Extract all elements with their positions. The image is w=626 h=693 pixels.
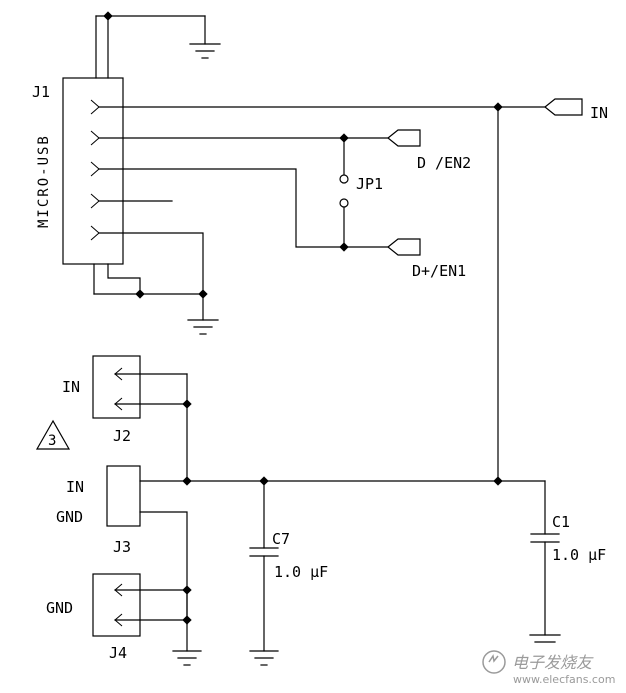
ground-symbol-j1 (187, 319, 219, 335)
capacitor-c1 (530, 480, 560, 636)
note-number: 3 (48, 433, 56, 449)
jumper-jp1 (339, 137, 349, 248)
port-dminus (387, 129, 421, 147)
wire-gnd (98, 232, 204, 295)
j1-shield-bottom (93, 263, 208, 321)
ground-symbol-j4 (172, 650, 202, 666)
c1-label: C1 (552, 513, 570, 531)
j1-pin3-arrow (90, 161, 100, 177)
connector-j4 (92, 573, 192, 652)
micro-usb-label: MICRO-USB (36, 134, 52, 228)
jp1-label: JP1 (356, 175, 383, 193)
capacitor-c7 (249, 480, 279, 652)
ground-symbol-c1 (529, 634, 561, 643)
connector-j2 (92, 355, 192, 482)
j1-pin4-arrow (90, 193, 100, 209)
c7-label: C7 (272, 530, 290, 548)
c7-value: 1.0 µF (274, 563, 328, 581)
j3-in-label: IN (66, 478, 84, 496)
j2-label: J2 (113, 427, 131, 445)
j3-label: J3 (113, 538, 131, 556)
note-triangle-icon (35, 419, 71, 450)
ground-symbol-top (189, 43, 221, 59)
in-top-label: IN (590, 104, 608, 122)
port-in-top (544, 98, 583, 116)
j3-gnd-label: GND (56, 508, 83, 526)
watermark-url: www.elecfans.com (513, 673, 615, 686)
dminus-label: D /EN2 (417, 154, 471, 172)
junction-dplus (339, 242, 349, 252)
watermark-logo (482, 650, 506, 674)
c1-value: 1.0 µF (552, 546, 606, 564)
j1-pin5-arrow (90, 225, 100, 241)
j1-shield-top (95, 11, 206, 79)
j1-label: J1 (32, 83, 50, 101)
j2-in-label: IN (62, 378, 80, 396)
j1-pin1-arrow (90, 99, 100, 115)
j1-body (62, 77, 124, 265)
j4-gnd-label: GND (46, 599, 73, 617)
dplus-label: D+/EN1 (412, 262, 466, 280)
ground-symbol-c7 (249, 650, 279, 666)
j1-pin2-arrow (90, 130, 100, 146)
j4-label: J4 (109, 644, 127, 662)
watermark-text: 电子发烧友 (512, 653, 594, 672)
connector-j1 (62, 77, 124, 265)
connector-j3 (106, 465, 546, 625)
port-dplus (387, 238, 421, 256)
